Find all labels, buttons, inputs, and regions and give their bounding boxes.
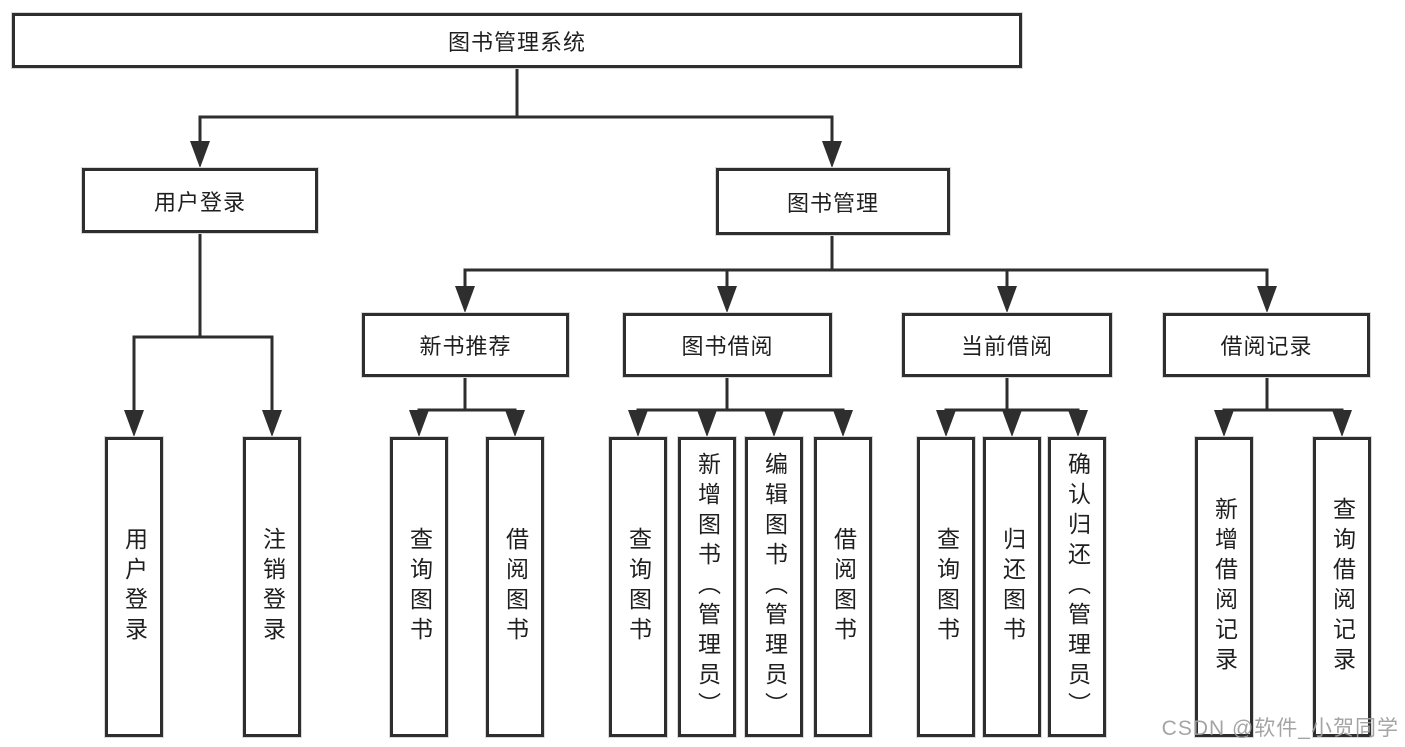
arrow-down-icon xyxy=(833,410,853,437)
node-label: 借阅图书 xyxy=(830,527,857,647)
arrow-down-icon xyxy=(1068,410,1088,437)
leaf-query-books-current: 查询图书 xyxy=(917,437,975,737)
node-label: 查询图书 xyxy=(625,527,652,647)
node-label: 编辑图书（管理员） xyxy=(761,452,788,722)
node-label: 当前借阅 xyxy=(960,334,1053,359)
arrow-down-icon xyxy=(628,410,648,437)
node-label: 确认归还（管理员） xyxy=(1064,452,1091,722)
node-label: 查询借阅记录 xyxy=(1329,497,1356,677)
node-book-management: 图书管理 xyxy=(716,168,950,235)
leaf-borrow-books-newbook: 借阅图书 xyxy=(486,437,544,737)
node-label: 新书推荐 xyxy=(419,334,512,359)
watermark-text: CSDN @软件_小贺同学 xyxy=(1161,717,1399,740)
node-current-borrow: 当前借阅 xyxy=(902,313,1112,377)
node-label: 查询图书 xyxy=(933,527,960,647)
node-label: 图书借阅 xyxy=(681,334,774,359)
node-new-book-recommend: 新书推荐 xyxy=(362,313,569,377)
arrow-down-icon xyxy=(124,410,144,437)
arrow-down-icon xyxy=(505,410,525,437)
leaf-query-books-borrow: 查询图书 xyxy=(609,437,667,737)
arrow-down-icon xyxy=(1002,410,1022,437)
arrow-down-icons xyxy=(124,141,1352,437)
leaf-borrow-books-borrow: 借阅图书 xyxy=(814,437,872,737)
leaf-user-login: 用户登录 xyxy=(105,437,163,737)
arrow-down-icon xyxy=(997,286,1017,313)
node-label: 借阅图书 xyxy=(502,527,529,647)
leaf-query-borrow-record: 查询借阅记录 xyxy=(1313,437,1371,737)
node-label: 用户登录 xyxy=(153,189,246,215)
leaf-query-books-newbook: 查询图书 xyxy=(390,437,448,737)
arrow-down-icon xyxy=(764,410,784,437)
node-library-management-system: 图书管理系统 xyxy=(12,13,1022,68)
node-label: 新增图书（管理员） xyxy=(694,452,721,722)
arrow-down-icon xyxy=(1257,286,1277,313)
node-user-login: 用户登录 xyxy=(82,168,318,233)
node-label: 注销登录 xyxy=(259,527,286,647)
node-label: 借阅记录 xyxy=(1220,334,1313,359)
leaf-add-borrow-record: 新增借阅记录 xyxy=(1195,437,1253,737)
arrow-down-icon xyxy=(697,410,717,437)
node-book-borrow: 图书借阅 xyxy=(623,313,832,377)
node-label: 新增借阅记录 xyxy=(1211,497,1238,677)
arrow-down-icon xyxy=(936,410,956,437)
node-label: 图书管理 xyxy=(786,190,879,216)
arrow-down-icon xyxy=(1332,410,1352,437)
leaf-return-book: 归还图书 xyxy=(983,437,1041,737)
arrow-down-icon xyxy=(455,286,475,313)
arrow-down-icon xyxy=(1214,410,1234,437)
leaf-add-book-admin: 新增图书（管理员） xyxy=(678,437,736,737)
arrow-down-icon xyxy=(262,410,282,437)
node-label: 归还图书 xyxy=(999,527,1026,647)
arrow-down-icon xyxy=(717,286,737,313)
leaf-confirm-return-admin: 确认归还（管理员） xyxy=(1048,437,1106,737)
node-label: 查询图书 xyxy=(406,527,433,647)
leaf-edit-book-admin: 编辑图书（管理员） xyxy=(745,437,803,737)
node-borrow-records: 借阅记录 xyxy=(1163,313,1370,377)
arrow-down-icon xyxy=(190,141,210,168)
node-label: 用户登录 xyxy=(121,527,148,647)
arrow-down-icon xyxy=(409,410,429,437)
arrow-down-icon xyxy=(822,141,842,168)
leaf-logout: 注销登录 xyxy=(243,437,301,737)
node-label: 图书管理系统 xyxy=(447,29,586,55)
